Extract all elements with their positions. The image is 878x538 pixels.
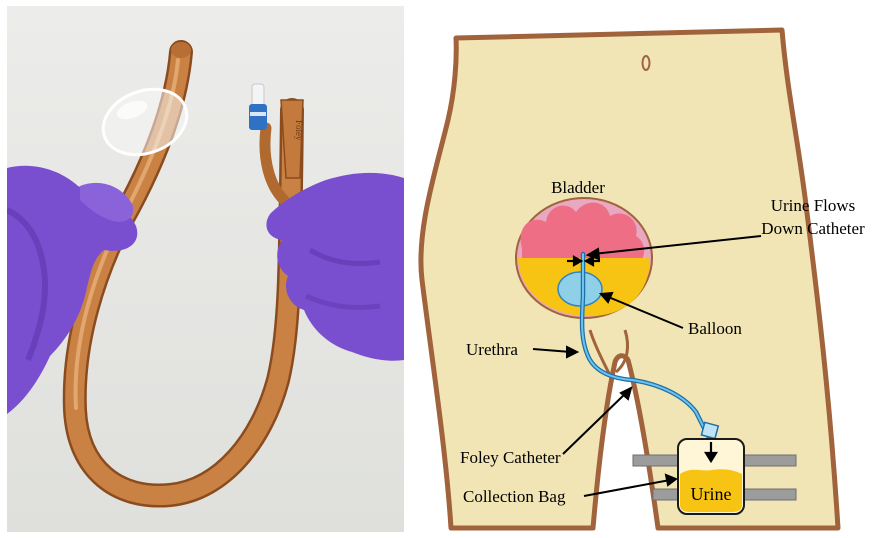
valve-blue-band bbox=[249, 104, 267, 130]
catheter-photo: Foley bbox=[7, 6, 404, 532]
catheter-print: Foley bbox=[294, 120, 304, 141]
catheter-tip bbox=[171, 42, 191, 58]
valve-white-band bbox=[250, 112, 266, 116]
label-down-catheter: Down Catheter bbox=[761, 219, 865, 238]
anatomy-diagram: Urine Bladder Urine Flows Down Cathete bbox=[421, 30, 865, 528]
label-foley-catheter: Foley Catheter bbox=[460, 448, 561, 467]
urine-label: Urine bbox=[691, 484, 732, 504]
catheter-balloon bbox=[558, 272, 602, 306]
label-urine-flows: Urine Flows bbox=[771, 196, 856, 215]
label-collection-bag: Collection Bag bbox=[463, 487, 566, 506]
bag-connector bbox=[701, 422, 718, 438]
label-urethra: Urethra bbox=[466, 340, 518, 359]
valve-white-cap bbox=[252, 84, 264, 106]
label-bladder: Bladder bbox=[551, 178, 605, 197]
label-balloon: Balloon bbox=[688, 319, 742, 338]
